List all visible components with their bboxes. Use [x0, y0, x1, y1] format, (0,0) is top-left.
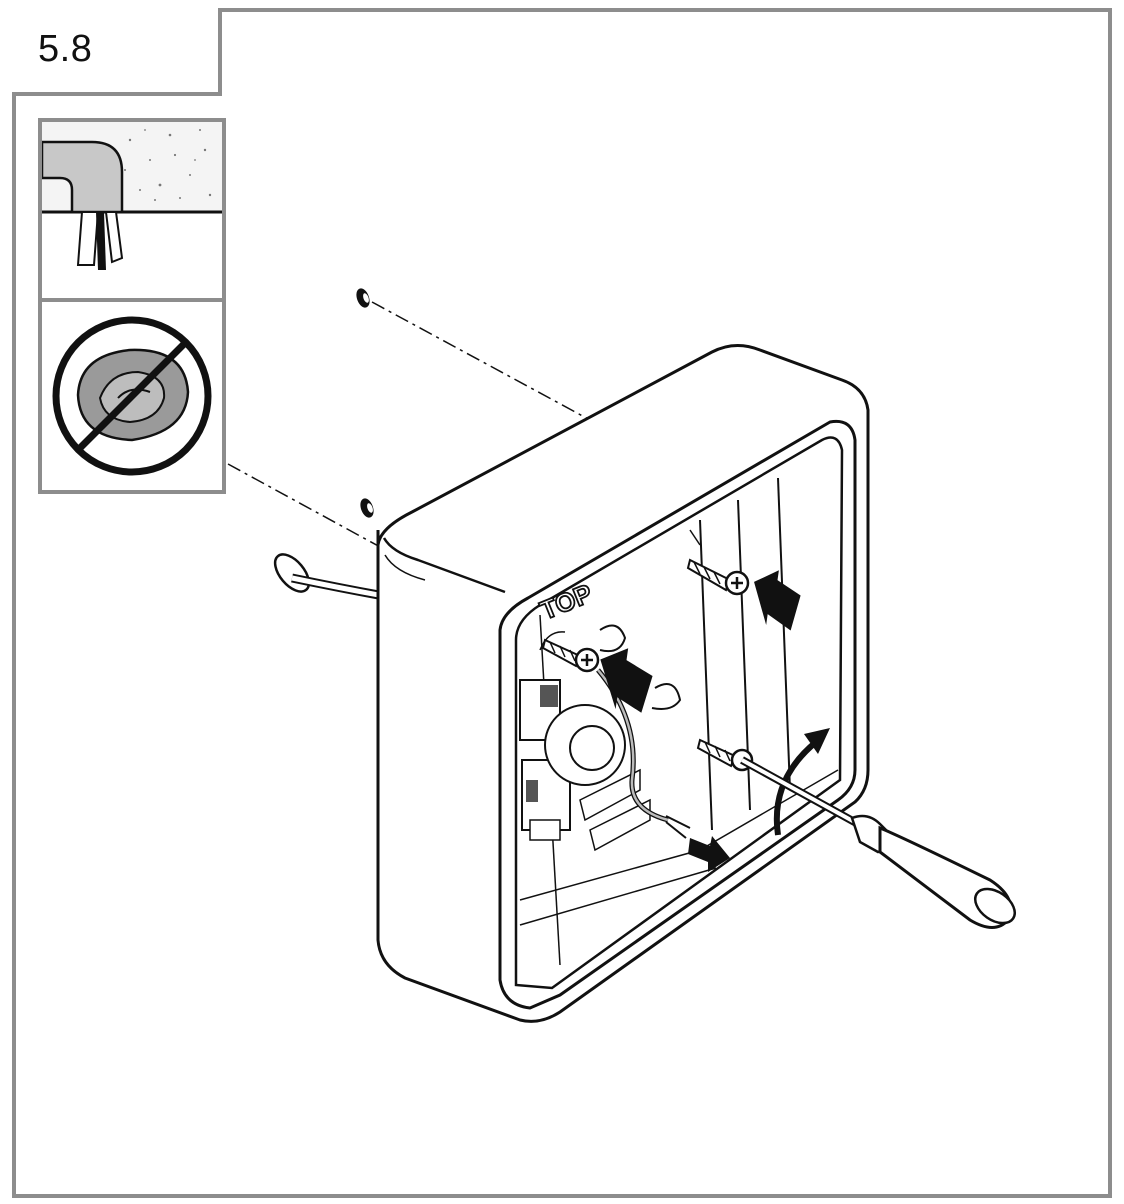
no-sealant-icon — [52, 316, 212, 476]
cable-wall-detail — [42, 122, 222, 270]
push-arrows — [600, 570, 801, 872]
step-number: 5.8 — [38, 28, 93, 70]
step-number-box — [12, 8, 222, 96]
inset-divider — [38, 298, 226, 302]
wall-plugs — [356, 288, 374, 518]
screw-left — [541, 638, 600, 673]
screwdriver — [740, 756, 1016, 929]
cable — [273, 553, 385, 601]
screw-upper — [686, 558, 750, 596]
